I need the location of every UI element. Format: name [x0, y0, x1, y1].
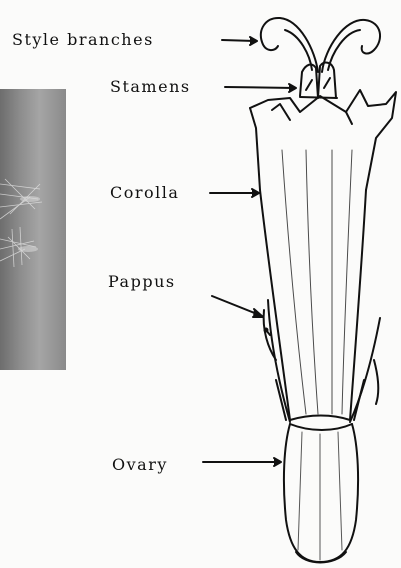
stamens [300, 63, 337, 98]
arrow-stamens [225, 87, 295, 88]
arrowhead-pappus [253, 309, 263, 317]
arrowhead-ovary [274, 458, 281, 466]
arrowhead-stamens [289, 84, 296, 92]
corolla [250, 90, 396, 420]
arrowhead-corolla [252, 189, 259, 197]
arrowhead-style-branches [250, 37, 257, 45]
ovary [284, 424, 358, 563]
